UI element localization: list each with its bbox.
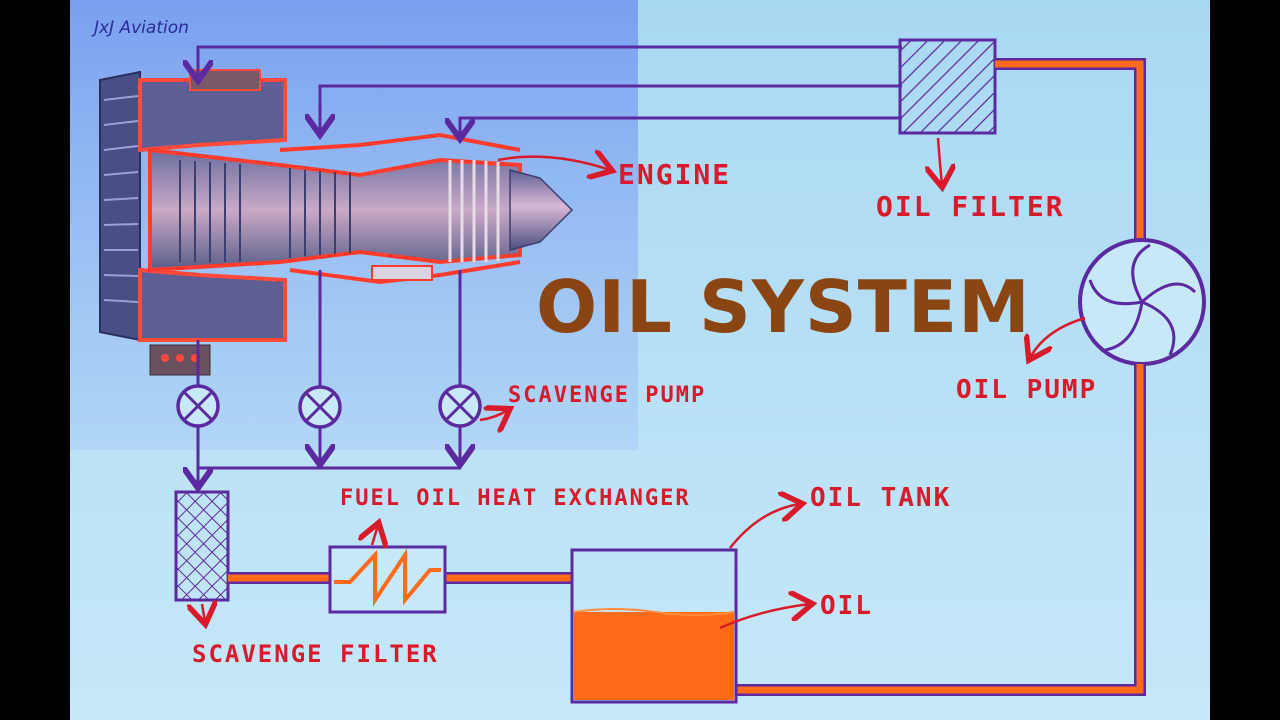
scavenge-pump-label: SCAVENGE PUMP	[508, 383, 706, 408]
scavenge-filter-arrow	[202, 604, 205, 622]
oil-filter	[898, 38, 997, 135]
oil-filter-label: OIL FILTER	[876, 190, 1065, 223]
fuel-oil-heat-exchanger	[328, 545, 447, 614]
pressure-line	[995, 58, 1146, 240]
heat-exchanger-arrow	[372, 525, 378, 545]
engine-label: ENGINE	[618, 158, 731, 191]
oil-pump-label: OIL PUMP	[956, 375, 1097, 405]
oil-label: OIL	[820, 591, 873, 621]
oil-pump-arrow	[1030, 316, 1086, 358]
oil-tank-arrow	[729, 504, 800, 549]
scavenge-filter-label: SCAVENGE FILTER	[192, 640, 439, 668]
scavenge-pumps	[176, 270, 482, 485]
oil-pump	[1078, 238, 1206, 366]
oil-level	[574, 612, 734, 700]
scavenge-filter	[174, 490, 230, 602]
brand-watermark: JxJ Aviation	[91, 18, 189, 38]
engine-arrow	[497, 157, 610, 170]
scavenge-pump-2	[298, 270, 342, 429]
engine-cutaway	[99, 69, 574, 376]
oil-arrow	[719, 604, 810, 630]
supply-lines	[198, 45, 902, 136]
scavenge-pump-arrow	[479, 410, 508, 420]
oil-tank	[570, 548, 738, 704]
diagram-title: OIL SYSTEM	[536, 265, 1031, 349]
heat-exchanger-label: FUEL OIL HEAT EXCHANGER	[340, 486, 691, 511]
oil-tank-label: OIL TANK	[810, 483, 951, 513]
oil-filter-arrow	[938, 137, 942, 185]
suction-line	[735, 364, 1146, 696]
